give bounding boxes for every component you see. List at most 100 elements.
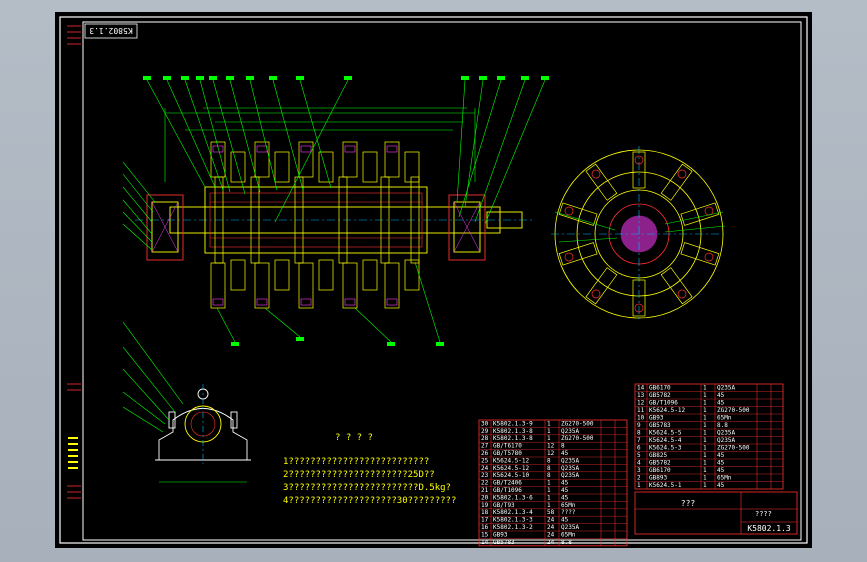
bearing-seat-leaders (122, 321, 184, 433)
bom-cell: 45 (717, 467, 725, 474)
bom-cell: K5802.1.3-6 (493, 494, 533, 501)
bom-cell: 21 (481, 487, 489, 494)
bom-cell: 45 (561, 494, 569, 501)
bom-cell: GB5783 (649, 422, 671, 429)
bom-cell: GB/T2406 (493, 480, 522, 487)
bom-cell: 12 (547, 443, 555, 450)
bom-cell: GB5783 (493, 539, 515, 546)
bearing-seat-view (155, 384, 251, 483)
bom-cell: K5624.5-3 (649, 445, 682, 452)
dimension-lines (164, 107, 476, 182)
bom-cell: 11 (637, 407, 645, 414)
bom-cell: 19 (481, 502, 489, 509)
bom-cell: 17 (481, 517, 489, 524)
bom-cell: 20 (481, 494, 489, 501)
bom-cell: 1 (703, 482, 707, 489)
bom-cell: 3 (637, 467, 641, 474)
bom-cell: GB93 (649, 415, 664, 422)
outer-frame (59, 16, 808, 544)
bom-cell: GB93 (493, 531, 508, 538)
bom-cell: Q235A (561, 428, 579, 435)
bom-cell: 1 (547, 420, 551, 427)
bom-cell: 1 (547, 428, 551, 435)
bom-cell: 8.8 (561, 539, 572, 546)
leader-marks (143, 76, 549, 346)
bom-cell: Q235A (717, 437, 735, 444)
binding-strip (67, 25, 81, 499)
binding-strip-marks (68, 437, 78, 469)
bom-cell: 1 (703, 445, 707, 452)
bom-cell: Q235A (717, 385, 735, 392)
bom-cell: 1 (547, 487, 551, 494)
title-name: ??? (681, 499, 696, 508)
title-subname: ???? (755, 510, 772, 518)
bom-cell: 1 (547, 480, 551, 487)
left-bearing (146, 194, 184, 261)
bom-cell: 2 (637, 475, 641, 482)
bom-cell: GB6170 (649, 467, 671, 474)
tech-req-line-4: 4????????????????????30????????? (283, 496, 456, 506)
inner-frame (82, 21, 802, 541)
bom-cell: ???? (561, 509, 576, 516)
bom-cell: 65Mn (717, 475, 732, 482)
bom-cell: Q235A (561, 465, 579, 472)
bom-cell: GB/T6170 (493, 443, 522, 450)
bom-cell: 8 (637, 430, 641, 437)
bom-cell: Q235A (561, 457, 579, 464)
bom-cell: 10 (637, 415, 645, 422)
bom-cell: 45 (717, 482, 725, 489)
bom-cell: GB5782 (649, 392, 671, 399)
bom-cell: 5 (637, 452, 641, 459)
rotated-drawing-number: K5802.1.3 (89, 26, 133, 35)
bom-cell: K5624.5-12 (493, 465, 530, 472)
tech-req-line-2: 2??????????????????????25D?? (283, 470, 435, 480)
bom-cell: K5624.5-12 (493, 457, 530, 464)
bom-cell: 45 (717, 392, 725, 399)
bom-cell: 4 (637, 460, 641, 467)
bom-cell: 8.8 (717, 422, 728, 429)
bom-cell: 8 (561, 443, 565, 450)
bom-cell: 24 (481, 465, 489, 472)
tech-req-line-3: 3????????????????????????D.5kg? (283, 483, 451, 493)
bom-cell: 14 (481, 539, 489, 546)
title-drawing-number: K5802.1.3 (747, 524, 791, 533)
bom-cell: 15 (481, 531, 489, 538)
bom-cell: 1 (703, 437, 707, 444)
technical-requirements: ? ? ? ? 1?????????????????????????? 2???… (283, 433, 456, 506)
bom-cell: GB/T1096 (493, 487, 522, 494)
bom-cell: 30 (481, 420, 489, 427)
bom-cell: GB893 (649, 475, 667, 482)
bom-cell: 16 (481, 524, 489, 531)
bom-cell: 1 (703, 422, 707, 429)
drawing-sheet: K5802.1.3 (59, 16, 808, 547)
bom-cell: K5802.1.3-3 (493, 517, 533, 524)
bom-cell: 18 (481, 509, 489, 516)
right-bearing (448, 194, 486, 261)
bom-cell: 14 (637, 385, 645, 392)
bom-cell: 8 (547, 457, 551, 464)
bom-cell: 45 (717, 460, 725, 467)
bom-cell: 1 (547, 502, 551, 509)
bom-cell: 1 (637, 482, 641, 489)
bom-cell: K5624.5-12 (649, 407, 686, 414)
bom-cell: 13 (637, 392, 645, 399)
bom-cell: 7 (637, 437, 641, 444)
title-block: ??? ???? K5802.1.3 (634, 491, 798, 535)
cad-viewport[interactable]: K5802.1.3 (55, 12, 812, 548)
bom-cell: 1 (703, 475, 707, 482)
bom-cell: 24 (547, 539, 555, 546)
tech-req-heading: ? ? ? ? (335, 433, 373, 443)
bom-cell: GB/T1096 (649, 400, 678, 407)
bom-cell: 25 (481, 457, 489, 464)
bom-cell: 26 (481, 450, 489, 457)
bom-cell: K5624.5-5 (649, 430, 682, 437)
bom-cell: 29 (481, 428, 489, 435)
bom-cell: 12 (547, 450, 555, 457)
leader-lines (122, 79, 546, 343)
bom-cell: K5624.5-1 (649, 482, 682, 489)
bom-cell: 1 (703, 385, 707, 392)
bom-cell: GB825 (649, 452, 667, 459)
bom-cell: ZG270-500 (561, 435, 594, 442)
bom-cell: GB5782 (649, 460, 671, 467)
